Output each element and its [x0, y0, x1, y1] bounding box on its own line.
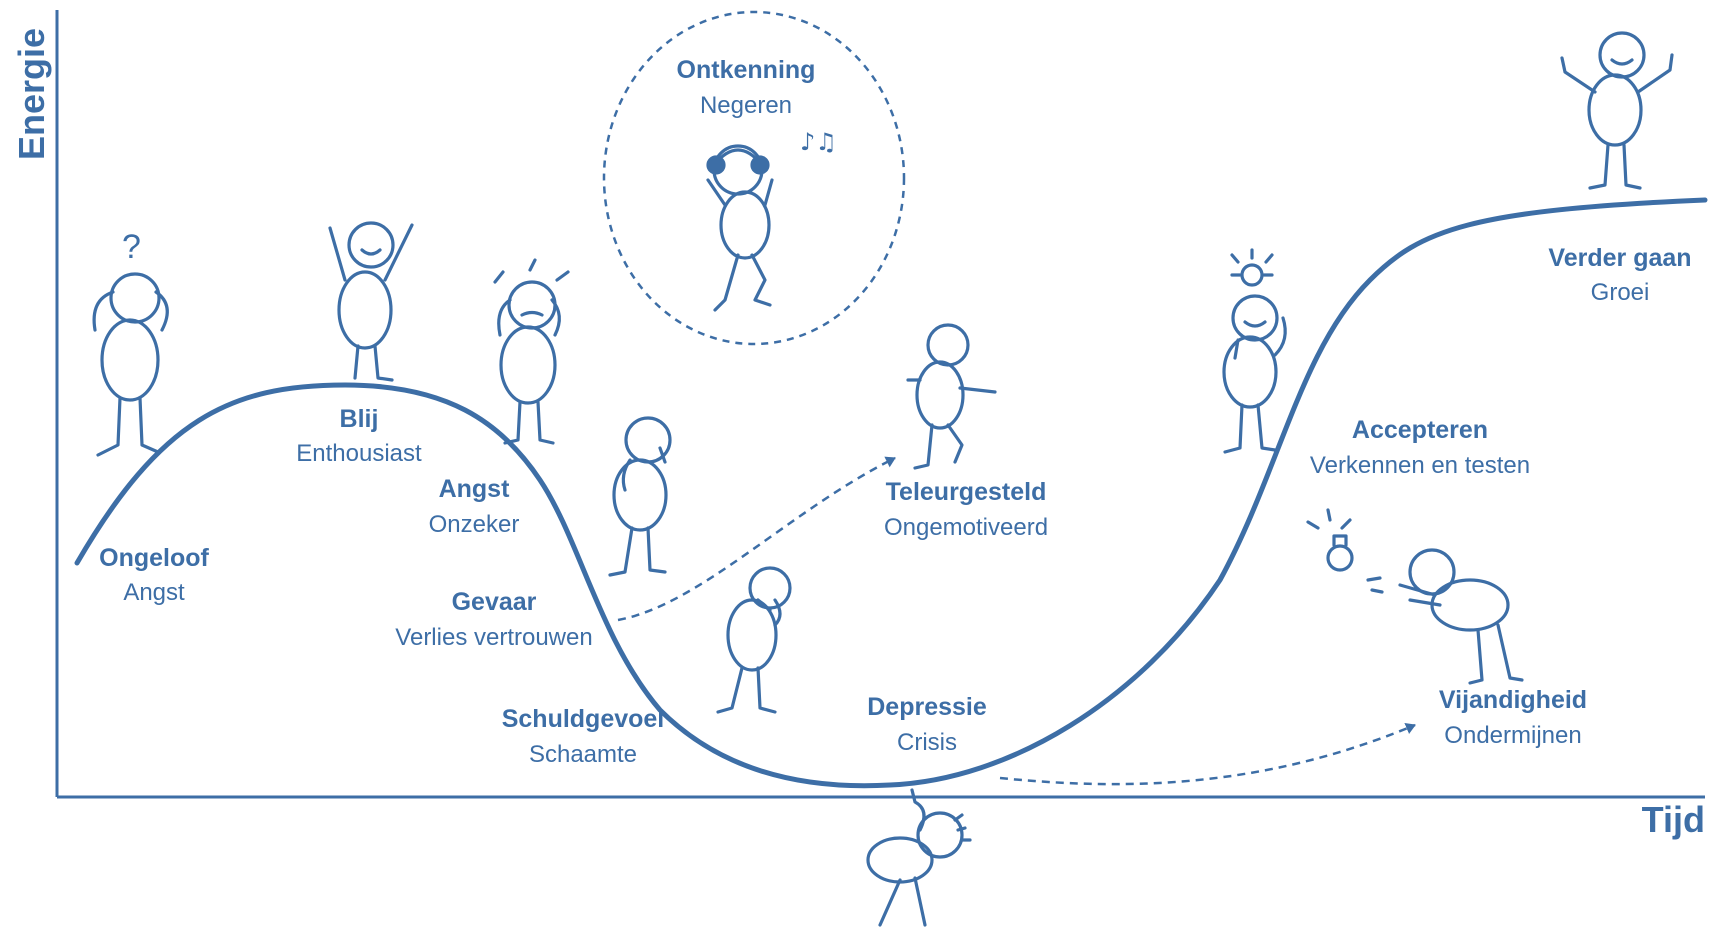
stage-teleurgesteld: Teleurgesteld Ongemotiveerd: [884, 478, 1048, 541]
stage-title: Ontkenning: [677, 56, 816, 84]
stage-ontkenning: Ontkenning Negeren: [677, 56, 816, 119]
stage-blij: Blij Enthousiast: [296, 405, 422, 467]
figure-teleurgesteld: [906, 323, 997, 470]
y-axis-label: Energie: [11, 28, 52, 160]
figure-blij: [328, 221, 414, 382]
figure-gevaar: [608, 416, 672, 577]
stage-subtitle: Negeren: [700, 92, 792, 119]
figure-vijandigheid: [1306, 508, 1524, 685]
dashed-arrow-to-teleurgesteld: [617, 456, 896, 622]
stage-title: Accepteren: [1352, 416, 1488, 444]
figure-schuldgevoel: [716, 566, 792, 714]
denial-thought-bubble: [602, 10, 906, 346]
stage-subtitle: Ondermijnen: [1444, 722, 1581, 749]
stage-ongeloof: Ongeloof Angst: [99, 544, 209, 606]
dashed-arrow-to-vijandigheid: [999, 722, 1416, 786]
stage-verder-gaan: Verder gaan Groei: [1548, 244, 1691, 306]
svg-text:?: ?: [122, 228, 141, 266]
stage-title: Depressie: [867, 693, 987, 721]
figure-verder-gaan: [1560, 31, 1674, 190]
figure-depressie: [866, 788, 972, 927]
stage-depressie: Depressie Crisis: [867, 693, 987, 756]
stage-subtitle: Ongemotiveerd: [884, 514, 1048, 541]
stage-subtitle: Enthousiast: [296, 440, 422, 467]
stage-subtitle: Crisis: [897, 729, 957, 756]
stage-schuldgevoel: Schuldgevoel Schaamte: [502, 705, 665, 768]
stage-subtitle: Schaamte: [529, 741, 637, 768]
svg-text:♪♫: ♪♫: [800, 128, 837, 156]
stage-vijandigheid: Vijandigheid Ondermijnen: [1439, 686, 1587, 749]
stage-angst: Angst Onzeker: [429, 475, 520, 538]
stage-title: Gevaar: [452, 588, 537, 616]
stage-subtitle: Groei: [1591, 279, 1650, 306]
figure-ongeloof: ?: [92, 228, 169, 457]
stage-title: Blij: [340, 405, 379, 433]
x-axis-label: Tijd: [1642, 799, 1705, 840]
figure-ontkenning: ♪♫: [706, 128, 837, 312]
stage-gevaar: Gevaar Verlies vertrouwen: [395, 588, 592, 651]
stage-subtitle: Verkennen en testen: [1310, 452, 1530, 479]
stage-title: Teleurgesteld: [886, 478, 1047, 506]
stage-title: Verder gaan: [1548, 244, 1691, 272]
stage-accepteren: Accepteren Verkennen en testen: [1310, 416, 1530, 479]
stage-title: Angst: [439, 475, 511, 503]
change-curve: [74, 197, 1708, 789]
stage-title: Schuldgevoel: [502, 705, 665, 733]
stage-title: Ongeloof: [99, 544, 209, 572]
stage-title: Vijandigheid: [1439, 686, 1587, 714]
stage-subtitle: Onzeker: [429, 511, 520, 538]
figure-accepteren: [1222, 248, 1287, 454]
stage-subtitle: Verlies vertrouwen: [395, 624, 592, 651]
figure-angst: [493, 258, 570, 445]
stage-subtitle: Angst: [123, 579, 185, 606]
